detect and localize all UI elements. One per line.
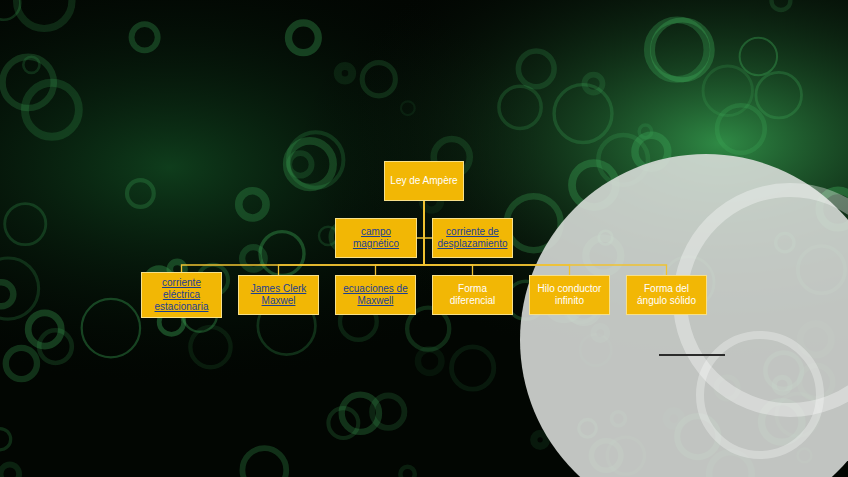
ring <box>499 86 541 128</box>
ring <box>289 153 311 175</box>
ring <box>3 57 54 108</box>
ring <box>700 335 820 455</box>
topic-box: Hilo conductor infinito <box>529 275 610 315</box>
box-label: James Clerk Maxwel <box>243 283 314 307</box>
ring <box>740 38 777 75</box>
ring <box>418 349 442 373</box>
topic-box: corriente de desplazamiento <box>432 218 513 258</box>
ring <box>127 180 154 207</box>
ring <box>287 141 334 188</box>
ring <box>39 330 72 363</box>
ring <box>132 24 158 50</box>
ring <box>362 63 395 96</box>
ring <box>756 72 802 118</box>
box-label: Hilo conductor infinito <box>534 283 605 307</box>
ring <box>0 258 39 319</box>
ring <box>554 85 612 143</box>
topic-box: Forma del ángulo sólido <box>626 275 707 315</box>
ring <box>401 101 415 115</box>
ring <box>338 66 352 80</box>
ring <box>342 395 379 432</box>
org-connector <box>424 201 570 275</box>
ring <box>242 448 286 477</box>
accent-line <box>659 354 725 356</box>
topic-box: James Clerk Maxwel <box>238 275 319 315</box>
ring <box>584 75 602 93</box>
ring <box>242 247 265 270</box>
box-label: Ley de Ampère <box>390 175 457 187</box>
box-label: Forma del ángulo sólido <box>631 283 702 307</box>
ring <box>703 66 752 115</box>
box-label: ecuaciones de Maxwell <box>340 283 411 307</box>
ring <box>647 20 707 80</box>
ring <box>772 0 791 10</box>
topic-box: Forma diferencial <box>432 275 513 315</box>
ring <box>1 465 20 477</box>
box-label: corriente eléctrica estacionaria <box>146 277 217 313</box>
topic-box: corriente eléctrica estacionaria <box>141 272 222 318</box>
ring <box>534 434 547 447</box>
ring <box>239 191 266 218</box>
ring <box>452 347 494 389</box>
org-connector <box>279 201 425 275</box>
topic-box: campo magnético <box>335 218 417 258</box>
ring <box>400 467 414 477</box>
org-connector <box>182 201 425 272</box>
box-label: Forma diferencial <box>437 283 508 307</box>
topic-box: ecuaciones de Maxwell <box>335 275 416 315</box>
ring <box>0 429 11 450</box>
ring <box>0 282 13 306</box>
ring <box>288 23 318 53</box>
ring <box>5 204 46 245</box>
ring <box>190 327 230 367</box>
box-label: corriente de desplazamiento <box>437 226 508 250</box>
org-connector <box>424 201 667 275</box>
ring <box>17 0 72 28</box>
ring <box>518 51 554 87</box>
root-box: Ley de Ampère <box>384 161 464 201</box>
ring <box>652 20 712 80</box>
org-connector <box>424 201 432 238</box>
org-connector <box>417 201 424 238</box>
ring <box>6 348 37 379</box>
box-label: campo magnético <box>340 226 412 250</box>
ring <box>82 299 140 357</box>
